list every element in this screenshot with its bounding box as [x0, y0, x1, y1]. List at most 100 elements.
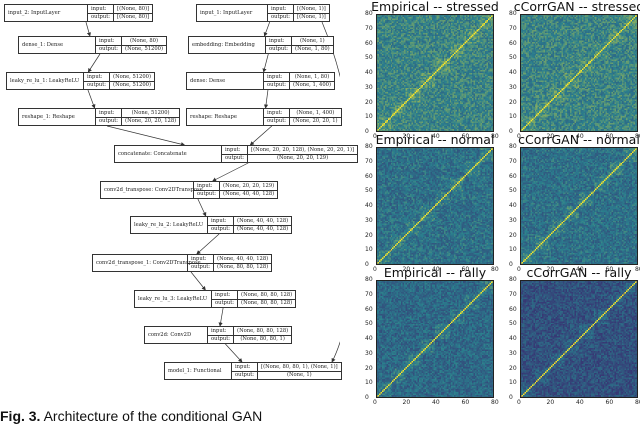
x-tick-label: 0: [517, 133, 521, 140]
output-shape: (None, 51200): [113, 82, 151, 89]
layer-name: reshape_1: Reshape: [19, 109, 96, 125]
y-tick-label: 10: [509, 113, 517, 121]
y-tick-label: 30: [509, 349, 517, 357]
output-label: output:: [197, 191, 217, 198]
x-tick-label: 0: [517, 266, 521, 273]
panel-frame: [376, 14, 494, 132]
y-tick-label: 0: [365, 394, 369, 401]
output-shape: (None, 80, 80, 128): [241, 300, 293, 307]
input-shape: [(None, 80)]: [114, 5, 153, 14]
x-tick-label: 40: [432, 399, 440, 406]
panel-title: Empirical -- stressed: [371, 0, 499, 14]
y-tick-label: 20: [509, 231, 517, 239]
output-label: output:: [99, 46, 119, 53]
input-shape: (None, 80, 80, 128): [234, 327, 292, 336]
input-shape: (None, 1, 400): [290, 109, 341, 118]
y-tick-label: 40: [365, 335, 373, 342]
y-tick-label: 60: [509, 172, 517, 180]
input-label: input:: [96, 37, 122, 46]
x-tick-label: 60: [461, 266, 470, 273]
panel-title: Empirical -- normal: [375, 132, 495, 147]
input-shape: (None, 40, 40, 128): [234, 217, 292, 226]
y-tick-label: 30: [365, 349, 373, 357]
panel-frame: [520, 147, 638, 265]
layer-name: dense_1: Dense: [19, 37, 96, 53]
y-tick-label: 70: [509, 157, 517, 165]
y-tick-label: 40: [365, 202, 373, 209]
x-tick-label: 0: [517, 399, 521, 406]
panel-title: cCorrGAN -- normal: [518, 132, 640, 147]
y-tick-label: 50: [365, 187, 373, 195]
x-tick-label: 80: [491, 399, 499, 406]
correlation-heatmap: [520, 147, 638, 265]
x-tick-label: 40: [432, 133, 440, 140]
input-shape: [(None, 20, 20, 128), (None, 20, 20, 1)]: [248, 146, 358, 155]
x-tick-label: 40: [576, 133, 584, 140]
panel-frame: [520, 14, 638, 132]
edge-input_1-to-embedding: [263, 21, 271, 37]
edge-conv2d-to-model1: [225, 343, 243, 363]
layer-name: dense: Dense: [187, 73, 264, 89]
y-tick-label: 0: [365, 128, 369, 135]
panel-frame: [520, 280, 638, 398]
y-tick-label: 30: [365, 216, 373, 224]
panel-title: Empirical -- rally: [383, 265, 487, 280]
y-tick-label: 80: [509, 276, 517, 283]
edge-leaky1-to-reshape1: [87, 89, 96, 109]
input-label: input:: [188, 255, 214, 264]
layer-name: concatenate: Concatenate: [115, 146, 222, 162]
output-shape: (None, 1, 400): [293, 82, 331, 89]
layer-name: model_1: Functional: [165, 363, 232, 379]
edge-dense-to-reshape: [263, 89, 269, 109]
output-label: output:: [271, 14, 291, 21]
panel-frame: [376, 147, 494, 265]
input-shape: (None, 51200): [110, 73, 154, 82]
y-tick-label: 40: [509, 202, 517, 209]
y-tick-label: 60: [365, 39, 373, 47]
y-tick-label: 70: [365, 157, 373, 165]
y-tick-label: 20: [365, 231, 373, 239]
x-tick-label: 80: [635, 266, 640, 273]
x-tick-label: 80: [635, 133, 640, 140]
x-tick-label: 20: [546, 266, 555, 273]
x-tick-label: 20: [402, 133, 411, 140]
y-tick-label: 80: [365, 10, 373, 17]
input-label: input:: [84, 73, 110, 82]
output-shape: (None, 80, 80, 1): [240, 336, 285, 343]
y-tick-label: 10: [365, 113, 373, 121]
correlation-heatmap: [520, 280, 638, 398]
input-label: input:: [268, 5, 294, 14]
y-tick-label: 20: [509, 98, 517, 106]
input-shape: (None, 1, 80): [290, 73, 334, 82]
input-label: input:: [232, 363, 258, 372]
input-shape: (None, 40, 40, 128): [214, 255, 272, 264]
x-tick-label: 80: [635, 399, 640, 406]
correlation-heatmap: [376, 280, 494, 398]
layer-name: embedding: Embedding: [189, 37, 266, 53]
x-tick-label: 60: [461, 399, 470, 406]
y-tick-label: 60: [365, 172, 373, 180]
x-tick-label: 20: [402, 399, 411, 406]
y-tick-label: 60: [509, 305, 517, 313]
y-tick-label: 40: [509, 335, 517, 342]
input-label: input:: [266, 37, 292, 46]
edge-reshape1-to-concat: [107, 125, 186, 147]
panel-title: cCorrGAN -- stressed: [513, 0, 640, 14]
figure-caption: Fig. 3. Architecture of the conditional …: [0, 408, 262, 424]
layer-name: leaky_re_lu_2: LeakyReLU: [131, 217, 208, 233]
x-tick-label: 80: [491, 133, 499, 140]
input-label: input:: [264, 73, 290, 82]
x-tick-label: 40: [576, 266, 584, 273]
output-shape: (None, 80, 80, 128): [217, 264, 269, 271]
y-tick-label: 0: [365, 261, 369, 268]
edge-leaky2-to-conv2dt1: [196, 233, 220, 255]
x-tick-label: 60: [605, 399, 614, 406]
y-tick-label: 50: [365, 54, 373, 62]
input-label: input:: [208, 217, 234, 226]
